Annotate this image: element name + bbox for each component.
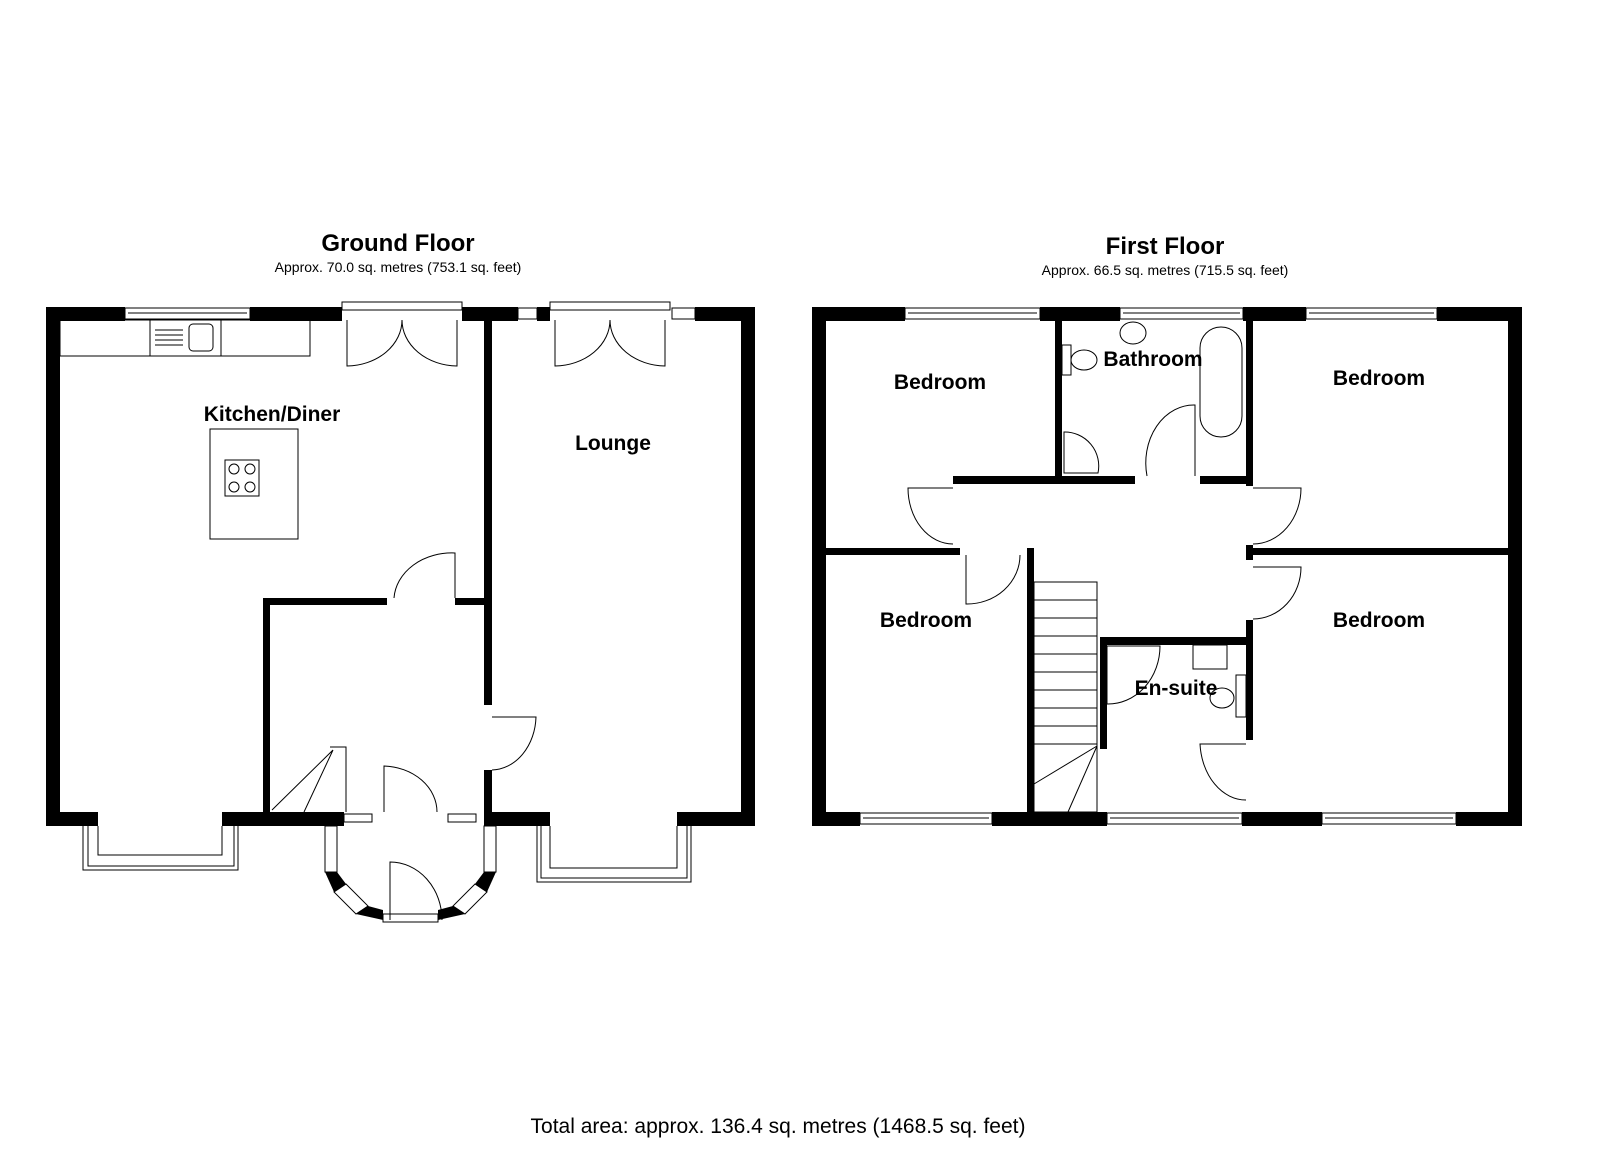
door-bedroom — [1252, 487, 1302, 545]
sink-icon — [155, 323, 214, 352]
bay-window-kitchen — [82, 826, 239, 871]
ground-floor-area: Approx. 70.0 sq. metres (753.1 sq. feet) — [275, 259, 522, 275]
stairs — [271, 746, 347, 813]
stairs — [1033, 581, 1098, 813]
first-floor-plan: First Floor Approx. 66.5 sq. metres (715… — [812, 233, 1522, 826]
kitchen-island — [209, 428, 299, 540]
room-label-lounge: Lounge — [575, 432, 651, 455]
basin-icon — [1192, 644, 1228, 670]
door-ensuite — [1199, 743, 1247, 801]
ground-floor-title: Ground Floor — [321, 230, 474, 257]
door-bedroom — [1252, 566, 1302, 620]
room-label-bedroom-1: Bedroom — [894, 371, 986, 394]
door-bathroom — [1145, 404, 1196, 477]
hob-icon — [224, 459, 260, 497]
bay-window-lounge — [536, 826, 692, 883]
toilet-icon — [1070, 349, 1098, 371]
door-kitchen — [393, 552, 456, 599]
room-label-bedroom-4: Bedroom — [1333, 609, 1425, 632]
room-label-bedroom-3: Bedroom — [880, 609, 972, 632]
door-bedroom — [907, 487, 954, 545]
ground-floor-plan: Ground Floor Approx. 70.0 sq. metres (75… — [46, 230, 755, 923]
bath-icon — [1199, 326, 1243, 438]
first-floor-title: First Floor — [1106, 233, 1225, 260]
first-floor-area: Approx. 66.5 sq. metres (715.5 sq. feet) — [1042, 262, 1289, 278]
door-lounge — [491, 716, 537, 771]
total-area: Total area: approx. 136.4 sq. metres (14… — [531, 1115, 1026, 1138]
french-doors — [346, 319, 458, 367]
shower-icon — [1063, 431, 1100, 474]
basin-icon — [1119, 321, 1147, 345]
kitchen-worktop — [59, 319, 311, 357]
door-bedroom — [965, 554, 1021, 605]
toilet-icon — [1209, 687, 1235, 709]
french-doors — [554, 319, 666, 367]
room-label-kitchen-diner: Kitchen/Diner — [204, 403, 341, 426]
room-label-ensuite: En-suite — [1135, 677, 1218, 700]
room-label-bathroom: Bathroom — [1103, 348, 1202, 371]
shower-icon — [1106, 645, 1161, 705]
room-label-bedroom-2: Bedroom — [1333, 367, 1425, 390]
porch — [324, 813, 497, 923]
door-hall — [383, 765, 438, 813]
